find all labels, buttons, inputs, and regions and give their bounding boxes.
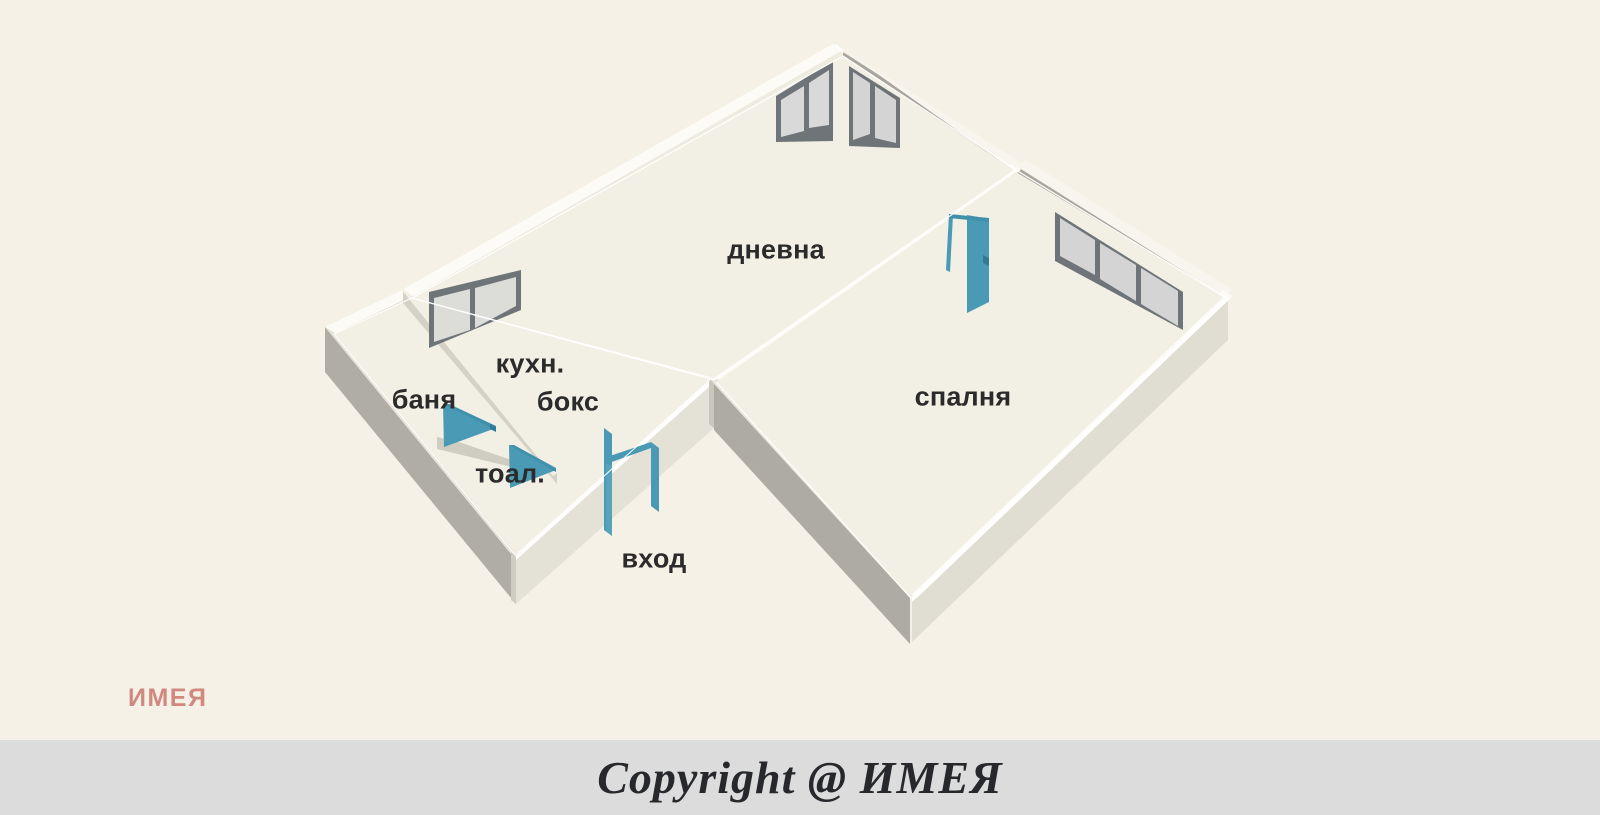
wall-living-south-outer	[511, 552, 516, 604]
kitchen-window-west	[429, 270, 521, 348]
edge-ridge-top	[837, 46, 844, 54]
wall-northeast-cap2	[1016, 160, 1233, 296]
footer-bar	[0, 740, 1600, 815]
living-window-north-left	[776, 61, 833, 142]
wall-living-south-inner	[516, 378, 714, 560]
wall-northeast-cap	[838, 46, 1026, 172]
wall-bath-toilet-partition-cap	[433, 433, 530, 463]
toilet-door	[509, 445, 556, 488]
edge-living-floor	[410, 55, 1018, 381]
wall-bath-toilet-partition-main	[437, 437, 524, 470]
wall-northwest-top	[404, 44, 843, 296]
wall-southwest	[325, 327, 516, 604]
wall-bedroom-south-face	[714, 384, 910, 644]
wall-west-end-cap	[325, 289, 414, 333]
entrance-door	[604, 428, 659, 536]
bath-door	[443, 404, 496, 447]
watermark-label: ИМЕЯ	[128, 684, 208, 712]
edge-corridor-floor	[333, 297, 714, 557]
footer-copyright-text: Copyright @ ИМЕЯ	[597, 752, 1003, 803]
edge-bedroom-floor	[715, 169, 1227, 599]
bedroom-door	[946, 214, 989, 313]
wall-living-south	[516, 378, 714, 604]
wall-bedroom-east-inner	[912, 296, 1228, 602]
wall-bedroom-east	[912, 296, 1228, 642]
living-window-north-right	[849, 66, 900, 148]
wall-divider-underside	[709, 376, 714, 428]
bedroom-window-east	[1055, 212, 1183, 330]
